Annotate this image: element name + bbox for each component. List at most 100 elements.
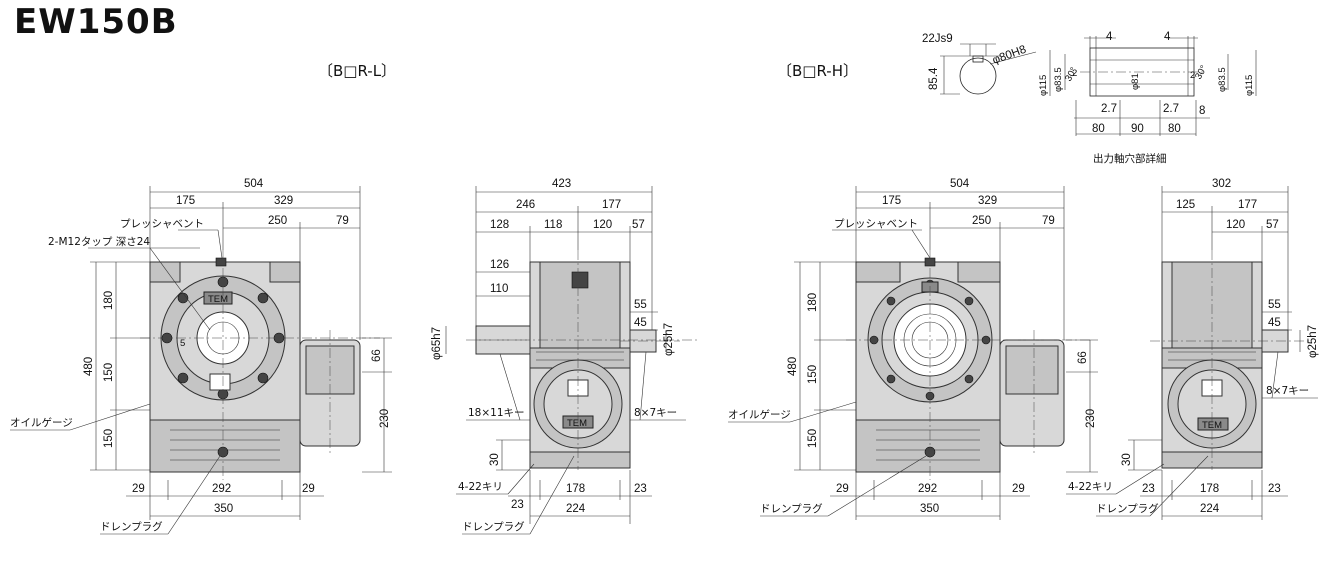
fronth-dim-150a: 150 bbox=[807, 365, 819, 384]
side-dim-55: 55 bbox=[634, 299, 647, 311]
detail-27-left: 2.7 bbox=[1101, 103, 1117, 115]
variant-label-left: 〔B□R-L〕 bbox=[318, 62, 397, 80]
detail-width-right: 4 bbox=[1164, 31, 1171, 43]
front-callout-oil: オイルゲージ bbox=[10, 417, 73, 429]
side-dim-45: 45 bbox=[634, 317, 647, 329]
front-dim-150a: 150 bbox=[103, 363, 115, 382]
detail-80-left: 80 bbox=[1092, 123, 1105, 135]
detail-d835-left: φ83.5 bbox=[1053, 67, 1064, 92]
detail-d115-left: φ115 bbox=[1038, 75, 1049, 96]
fronth-dim-150b: 150 bbox=[807, 429, 819, 448]
front-callout-drain: ドレンプラグ bbox=[100, 520, 163, 533]
fronth-dim-292: 292 bbox=[918, 483, 937, 495]
detail-8: 8 bbox=[1199, 105, 1205, 117]
front-dim-230: 230 bbox=[379, 409, 391, 428]
front-view-h: 504 175 329 250 79 480 180 150 150 66 23… bbox=[728, 178, 1098, 520]
side-dim-178: 178 bbox=[566, 483, 585, 495]
front-dim-175: 175 bbox=[176, 195, 195, 207]
sideh-dim-45: 45 bbox=[1268, 317, 1281, 329]
side-dim-30: 30 bbox=[489, 453, 501, 466]
fronth-dim-79: 79 bbox=[1042, 215, 1055, 227]
model-title: EW150B bbox=[14, 2, 178, 42]
sideh-dim-178: 178 bbox=[1200, 483, 1219, 495]
fronth-dim-175: 175 bbox=[882, 195, 901, 207]
side-view-h: TEM 302 125 177 120 57 55 45 φ25h7 8×7キー… bbox=[1066, 178, 1319, 520]
front-dim-29b: 29 bbox=[302, 483, 315, 495]
side-dim-118: 118 bbox=[544, 219, 562, 231]
side-callout-drain: ドレンプラグ bbox=[462, 520, 525, 533]
fronth-dim-504: 504 bbox=[950, 178, 970, 190]
front-dim-180: 180 bbox=[103, 291, 115, 310]
fronth-dim-230: 230 bbox=[1085, 409, 1097, 428]
side-dim-128: 128 bbox=[490, 219, 509, 231]
side-dim-224: 224 bbox=[566, 503, 586, 515]
side-dim-423: 423 bbox=[552, 178, 571, 190]
sideh-dim-302: 302 bbox=[1212, 178, 1231, 190]
sideh-dim-177: 177 bbox=[1238, 199, 1257, 211]
variant-label-right: 〔B□R-H〕 bbox=[777, 62, 858, 80]
front-dim-292: 292 bbox=[212, 483, 231, 495]
front-dim-29a: 29 bbox=[132, 483, 145, 495]
side-brand: TEM bbox=[567, 418, 587, 429]
detail-d81: φ81 bbox=[1130, 73, 1141, 90]
side-callout-key-out: 18×11キー bbox=[468, 407, 525, 419]
side-view-l: TEM 423 246 177 128 118 120 57 126 110 5… bbox=[431, 178, 700, 535]
front-dim-66: 66 bbox=[371, 349, 383, 362]
sideh-dim-d25: φ25h7 bbox=[1307, 325, 1319, 358]
detail-keyway: 22Js9 bbox=[922, 33, 953, 45]
front-dim-350: 350 bbox=[214, 503, 233, 515]
front-callout-vent: プレッシャベント bbox=[120, 218, 204, 230]
detail-key-depth: 85.4 bbox=[928, 67, 940, 90]
fronth-dim-329: 329 bbox=[978, 195, 997, 207]
fronth-dim-66: 66 bbox=[1077, 351, 1089, 364]
sideh-dim-23a: 23 bbox=[1142, 483, 1155, 495]
front-dim-329: 329 bbox=[274, 195, 293, 207]
fronth-callout-vent: プレッシャベント bbox=[834, 218, 918, 230]
side-dim-120: 120 bbox=[593, 219, 612, 231]
side-dim-177: 177 bbox=[602, 199, 621, 211]
fronth-dim-29b: 29 bbox=[1012, 483, 1025, 495]
detail-27-right: 2.7 bbox=[1163, 103, 1179, 115]
side-dim-23b: 23 bbox=[634, 483, 647, 495]
front-dim-480: 480 bbox=[83, 357, 95, 376]
front-brand: TEM bbox=[208, 294, 228, 305]
side-dim-110: 110 bbox=[490, 283, 508, 295]
detail-bore: φ80H8 bbox=[991, 44, 1028, 67]
side-callout-key-in: 8×7キー bbox=[634, 407, 677, 419]
fronth-dim-180: 180 bbox=[807, 293, 819, 312]
side-dim-126: 126 bbox=[490, 259, 509, 271]
detail-80-right: 80 bbox=[1168, 123, 1181, 135]
sideh-dim-30: 30 bbox=[1121, 453, 1133, 466]
sideh-callout-key-in: 8×7キー bbox=[1266, 385, 1309, 397]
detail-angle-right: 30° bbox=[1193, 63, 1210, 81]
front-dim-250: 250 bbox=[268, 215, 287, 227]
sideh-dim-125: 125 bbox=[1176, 199, 1195, 211]
detail-d835-right: φ83.5 bbox=[1217, 67, 1228, 92]
detail-d115-right: φ115 bbox=[1244, 75, 1255, 96]
fronth-dim-350: 350 bbox=[920, 503, 939, 515]
side-dim-23a: 23 bbox=[511, 499, 524, 511]
detail-n2-left: 2 bbox=[1072, 68, 1077, 79]
sideh-dim-57: 57 bbox=[1266, 219, 1279, 231]
detail-width-left: 4 bbox=[1106, 31, 1113, 43]
sideh-callout-drain: ドレンプラグ bbox=[1096, 502, 1159, 515]
front-dim-150b: 150 bbox=[103, 429, 115, 448]
front-dim-504: 504 bbox=[244, 178, 264, 190]
front-dim-small: 5 bbox=[180, 338, 185, 349]
fronth-callout-drain: ドレンプラグ bbox=[760, 502, 823, 515]
fronth-callout-oil: オイルゲージ bbox=[728, 409, 791, 421]
fronth-dim-480: 480 bbox=[787, 357, 799, 376]
detail-caption: 出力軸穴部詳細 bbox=[1093, 152, 1167, 165]
front-callout-tap: 2-M12タップ 深さ24 bbox=[48, 236, 150, 248]
side-dim-246: 246 bbox=[516, 199, 535, 211]
sideh-dim-120: 120 bbox=[1226, 219, 1245, 231]
side-dim-57: 57 bbox=[632, 219, 645, 231]
side-dim-d65: φ65h7 bbox=[431, 327, 443, 360]
detail-n2-right: 2 bbox=[1190, 70, 1195, 81]
front-dim-79: 79 bbox=[336, 215, 349, 227]
sideh-dim-55: 55 bbox=[1268, 299, 1281, 311]
fronth-dim-250: 250 bbox=[972, 215, 991, 227]
sideh-callout-holes: 4-22キリ bbox=[1068, 481, 1113, 493]
